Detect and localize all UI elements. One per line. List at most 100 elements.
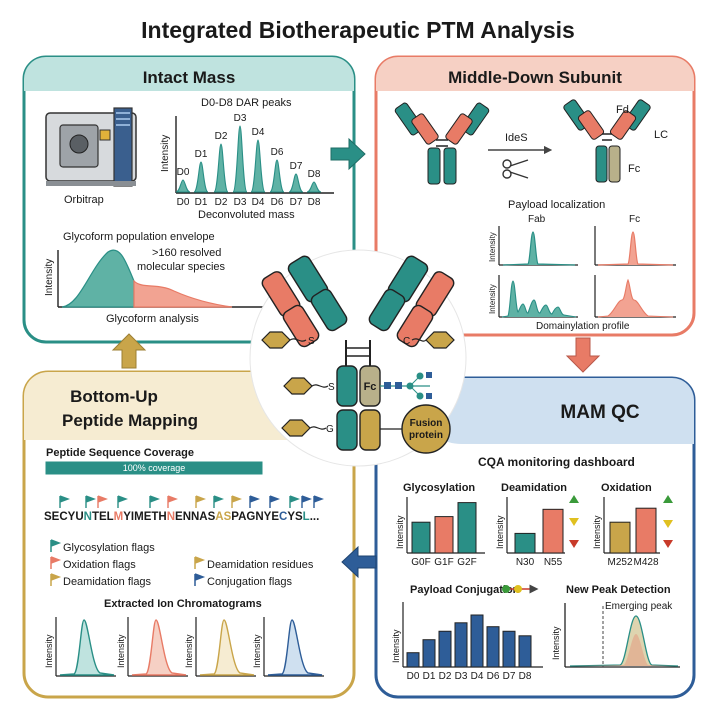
payload-tick-d6: D6 [487, 671, 500, 682]
deam-ylabel: Intensity [495, 515, 505, 549]
cleaved-subunits-icon [563, 99, 651, 183]
glycoform-envelope-salmon [133, 279, 233, 308]
dar-peak-d1 [193, 161, 209, 193]
xic-ylabel: Intensity [116, 634, 126, 668]
center-fc-label: Fc [364, 381, 377, 393]
payload-tick-d4: D4 [471, 671, 484, 682]
intact-mass-panel: Intact Mass Orbitrap D0-D8 DAR peaks Int… [22, 55, 356, 344]
payload-bar-d0 [406, 652, 420, 668]
linker-c-label: C [403, 336, 410, 347]
emerging-peak-label: Emerging peak [605, 601, 673, 612]
ox-tick-m252: M252 [607, 557, 632, 568]
legend-deamidation-flags: Deamidation flags [63, 576, 152, 588]
scissors-icon [502, 159, 529, 179]
fab-column-label: Fab [528, 214, 546, 225]
sequence-segment: C [279, 511, 287, 523]
deam-bar-n30 [514, 532, 536, 554]
fab-profile-bottom [501, 280, 577, 318]
oxidation-chart-title: Oxidation [601, 482, 652, 494]
central-antibody-diagram: Fc Fusion protein S C [249, 249, 467, 467]
fd-label: Fd [616, 104, 629, 116]
sequence-segment: PAGNYE [231, 511, 279, 523]
payload-ylabel-bottom: Intensity [488, 284, 497, 314]
sequence-segment: ENNAS [175, 511, 216, 523]
deam-status-green-icon [569, 495, 579, 503]
glyco-note-line2: molecular species [137, 261, 226, 273]
dar-axis-tick-d1: D1 [195, 197, 208, 208]
payload-bar-d4 [470, 614, 484, 668]
sequence-flag-6 [167, 495, 178, 508]
page-title: Integrated Biotherapeutic PTM Analysis [141, 17, 575, 43]
payload-tick-d2: D2 [439, 671, 452, 682]
ox-bar-m252 [609, 521, 631, 554]
glyco-xlabel: Glycoform analysis [106, 313, 199, 325]
intact-mass-header: Intact Mass [143, 68, 236, 87]
sequence-segment: L [303, 511, 310, 523]
dar-peak-label-d6: D6 [271, 147, 284, 158]
emerging-peak-trace [569, 615, 679, 667]
sequence-segment: M [114, 511, 124, 523]
fc-profile-bottom [597, 278, 674, 318]
sequence-flag-1 [59, 495, 70, 508]
legend-oxidation: Oxidation flags [63, 559, 136, 571]
mam-qc-header: MAM QC [560, 402, 639, 423]
bottom-up-header-line1: Bottom-Up [70, 387, 158, 406]
xic-ylabel: Intensity [184, 634, 194, 668]
peptide-sequence: SECYUNTELMYIMETHNENNASASPAGNYECYSL... [44, 511, 319, 523]
linker-s-label-top: S [308, 336, 315, 347]
deam-bar-n55 [542, 508, 564, 554]
middle-down-panel: Middle-Down Subunit IdeS [374, 55, 696, 337]
arrow-mam-to-bottom [341, 545, 377, 579]
sequence-segment: N [167, 511, 175, 523]
xic-peak-3 [199, 619, 255, 676]
xic-ylabel: Intensity [44, 634, 54, 668]
sequence-flag-2 [85, 495, 96, 508]
xic-peak-1 [59, 619, 115, 676]
dar-peak-d0 [175, 179, 191, 193]
fusion-label-line1: Fusion [410, 418, 443, 429]
sequence-flag-5 [149, 495, 160, 508]
payload-hexagon-2 [425, 331, 455, 349]
sequence-flag-13 [301, 495, 312, 508]
glyco-ylabel: Intensity [395, 515, 405, 549]
payload-tick-d8: D8 [519, 671, 532, 682]
sequence-flag-7 [195, 495, 206, 508]
payload-hexagons: S C S G [261, 331, 455, 437]
payload-bar-d2 [438, 630, 452, 668]
sequence-segment: AS [215, 511, 231, 523]
glyco-bar-g1f [434, 516, 454, 554]
ox-status-red-icon [663, 540, 673, 548]
dar-peak-d8 [306, 181, 322, 193]
ides-label: IdeS [505, 132, 528, 144]
dar-axis-tick-d2: D2 [215, 197, 228, 208]
sequence-flag-14 [313, 495, 324, 508]
payload-ylabel-top: Intensity [488, 232, 497, 262]
xic-ylabel: Intensity [252, 634, 262, 668]
intact-antibody-icon [394, 102, 490, 185]
sequence-segment: ... [310, 511, 320, 523]
dar-peak-label-d8: D8 [308, 169, 321, 180]
dar-peak-d4 [250, 139, 266, 193]
fc-label: Fc [628, 163, 641, 175]
arrow-bottom-to-intact [111, 333, 147, 369]
sequence-segment: YS [287, 511, 303, 523]
dar-axis-tick-d3: D3 [234, 197, 247, 208]
ox-ylabel: Intensity [592, 515, 602, 549]
sequence-flag-12 [289, 495, 300, 508]
dar-xlabel: Deconvoluted mass [198, 209, 295, 221]
domainylation-profile-label: Domainylation profile [536, 321, 630, 332]
glyco-tick-g1f: G1F [434, 557, 453, 568]
payload-tick-d1: D1 [423, 671, 436, 682]
flow-arrows [111, 137, 601, 579]
payload-conjugation-title: Payload Conjugation [410, 584, 520, 596]
glycoform-title: Glycoform population envelope [63, 231, 215, 243]
mam-qc-panel: MAM QC CQA monitoring dashboard Glycosyl… [374, 376, 696, 699]
sequence-flag-10 [249, 495, 260, 508]
glyco-bar-g2f [457, 502, 477, 554]
bottom-up-panel: Bottom-Up Peptide Mapping Peptide Sequen… [22, 370, 356, 699]
dar-peak-label-d3: D3 [234, 113, 247, 124]
arrow-middle-to-mam [565, 337, 601, 373]
sequence-segment: N [84, 511, 92, 523]
bottom-up-header-line2: Peptide Mapping [62, 411, 198, 430]
